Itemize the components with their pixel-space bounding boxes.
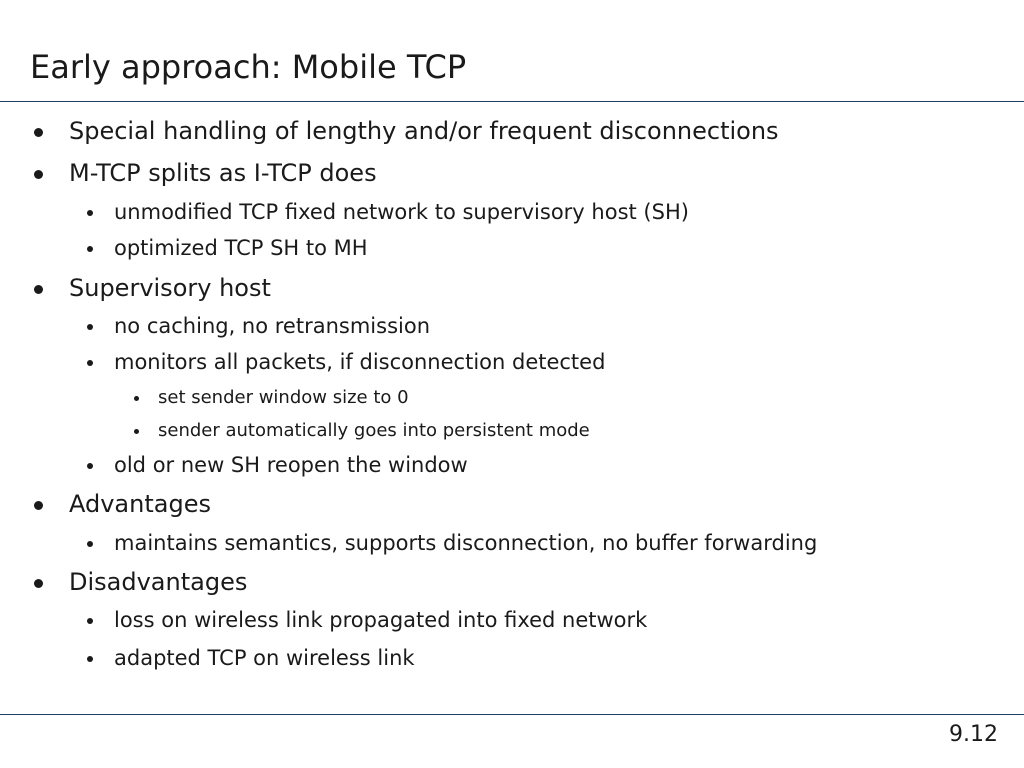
- bullet-dot: [34, 501, 43, 510]
- bullet-item: Supervisory host: [34, 274, 271, 303]
- bullet-text: loss on wireless link propagated into fi…: [114, 608, 648, 632]
- footer-divider: [0, 714, 1024, 715]
- bullet-dot: [87, 210, 93, 216]
- bullet-text: Advantages: [69, 490, 211, 518]
- sub-bullet-item: unmodified TCP fixed network to supervis…: [87, 200, 689, 225]
- bullet-text: Special handling of lengthy and/or frequ…: [69, 117, 779, 145]
- bullet-text: old or new SH reopen the window: [114, 453, 468, 477]
- bullet-dot: [34, 579, 43, 588]
- bullet-text: Supervisory host: [69, 274, 271, 302]
- sub-bullet-item: maintains semantics, supports disconnect…: [87, 531, 818, 556]
- bullet-dot: [87, 656, 93, 662]
- bullet-text: monitors all packets, if disconnection d…: [114, 350, 606, 374]
- sub-sub-bullet-item: set sender window size to 0: [134, 387, 409, 409]
- bullet-dot: [134, 396, 139, 401]
- bullet-text: unmodified TCP fixed network to supervis…: [114, 200, 689, 224]
- bullet-item: M-TCP splits as I-TCP does: [34, 159, 377, 188]
- bullet-dot: [87, 360, 93, 366]
- sub-bullet-item: no caching, no retransmission: [87, 314, 431, 339]
- bullet-text: M-TCP splits as I-TCP does: [69, 159, 377, 187]
- title-divider: [0, 101, 1024, 102]
- sub-bullet-item: monitors all packets, if disconnection d…: [87, 350, 606, 375]
- bullet-dot: [87, 618, 93, 624]
- bullet-dot: [34, 285, 43, 294]
- sub-bullet-item: optimized TCP SH to MH: [87, 236, 368, 261]
- bullet-text: set sender window size to 0: [158, 387, 409, 408]
- sub-bullet-item: loss on wireless link propagated into fi…: [87, 608, 648, 633]
- bullet-item: Disadvantages: [34, 568, 248, 597]
- bullet-dot: [34, 170, 43, 179]
- bullet-text: Disadvantages: [69, 568, 248, 596]
- sub-bullet-item: adapted TCP on wireless link: [87, 646, 415, 671]
- slide-title: Early approach: Mobile TCP: [30, 48, 467, 86]
- bullet-dot: [87, 324, 93, 330]
- bullet-item: Special handling of lengthy and/or frequ…: [34, 117, 779, 146]
- bullet-dot: [87, 541, 93, 547]
- bullet-text: maintains semantics, supports disconnect…: [114, 531, 818, 555]
- bullet-text: adapted TCP on wireless link: [114, 646, 415, 670]
- page-number: 9.12: [949, 722, 998, 747]
- bullet-item: Advantages: [34, 490, 211, 519]
- bullet-dot: [34, 128, 43, 137]
- sub-bullet-item: old or new SH reopen the window: [87, 453, 468, 478]
- bullet-dot: [134, 429, 139, 434]
- bullet-text: optimized TCP SH to MH: [114, 236, 368, 260]
- bullet-dot: [87, 463, 93, 469]
- sub-sub-bullet-item: sender automatically goes into persisten…: [134, 420, 590, 442]
- bullet-dot: [87, 246, 93, 252]
- bullet-text: sender automatically goes into persisten…: [158, 420, 590, 441]
- bullet-text: no caching, no retransmission: [114, 314, 431, 338]
